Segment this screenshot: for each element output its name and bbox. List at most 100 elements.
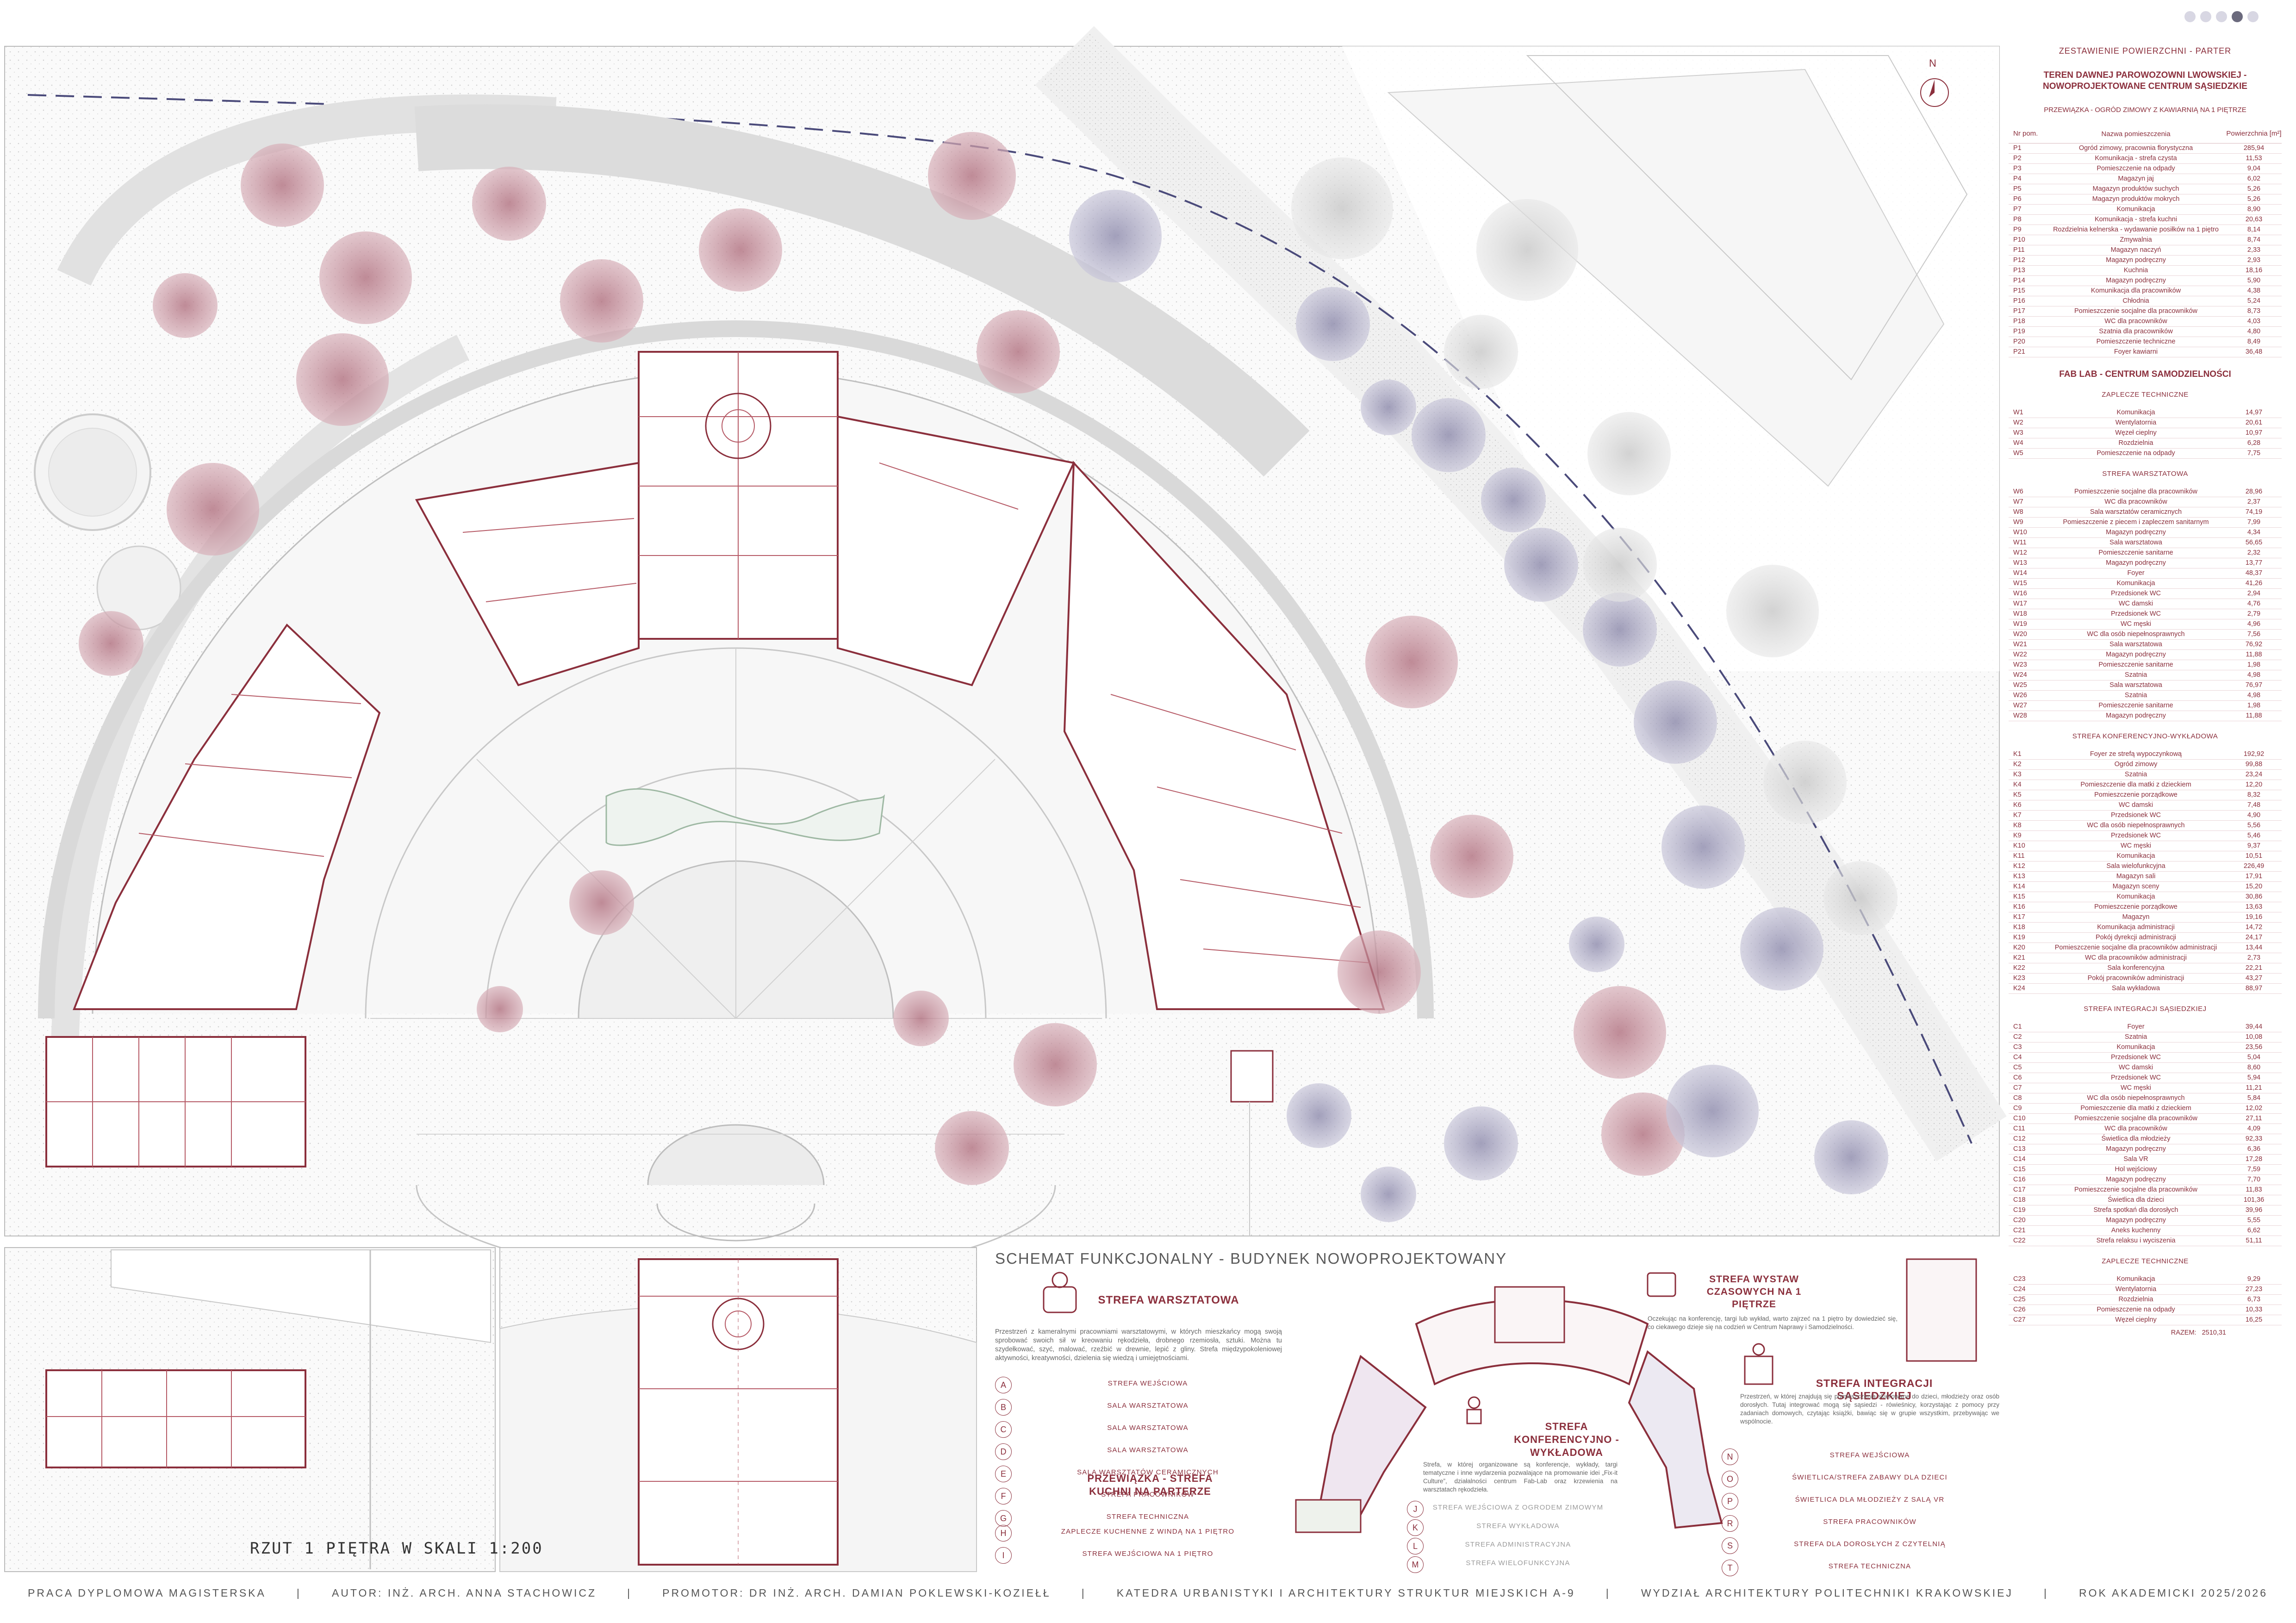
zone-item: STREFA PRACOWNIKÓW [1823, 1518, 1916, 1526]
cell-name: Pomieszczenie sanitarne [2098, 661, 2173, 668]
cell-no: K13 [2013, 873, 2025, 880]
footer-item: KATEDRA URBANISTYKI I ARCHITEKTURY STRUK… [1116, 1587, 1575, 1599]
cell-name: Pomieszczenie sanitarne [2098, 702, 2173, 709]
cell-area: 17,91 [2245, 873, 2263, 880]
cell-name: Świetlica dla dzieci [2108, 1196, 2164, 1204]
cell-name: Magazyn podręczny [2106, 529, 2166, 536]
cell-area: 16,25 [2245, 1316, 2263, 1323]
cell-no: W18 [2013, 610, 2027, 618]
cell-no: P11 [2013, 246, 2025, 254]
page-dot[interactable] [2200, 11, 2211, 22]
zone-item: STREFA PRACOWNIKÓW [1101, 1491, 1195, 1498]
cell-no: C27 [2013, 1316, 2026, 1323]
cell-name: Pomieszczenie dla matki z dzieckiem [2080, 1105, 2191, 1112]
cell-area: 2,79 [2247, 610, 2261, 618]
cell-name: Pomieszczenie na odpady [2097, 1306, 2175, 1313]
cell-no: W20 [2013, 630, 2027, 638]
cell-no: P16 [2013, 297, 2025, 305]
cell-area: 11,88 [2246, 651, 2262, 658]
page-dot-active[interactable] [2232, 11, 2243, 22]
table-total: RAZEM: 2510,31 [2009, 1328, 2282, 1338]
cell-name: Rozdzielnia [2118, 439, 2153, 447]
zone-letter: C [995, 1421, 1012, 1438]
cell-area: 4,38 [2247, 287, 2261, 294]
zone-letter: K [1407, 1519, 1424, 1536]
cell-area: 39,44 [2245, 1023, 2263, 1030]
cell-no: C2 [2013, 1033, 2022, 1041]
cell-area: 10,51 [2245, 852, 2263, 860]
cell-no: P13 [2013, 267, 2025, 274]
zone-integracja: STREFA INTEGRACJI SĄSIEDZKIEJ [2084, 1005, 2207, 1013]
cell-area: 17,28 [2245, 1155, 2263, 1163]
cell-area: 92,33 [2245, 1135, 2263, 1142]
cell-no: W24 [2013, 671, 2027, 679]
cell-no: C13 [2013, 1145, 2026, 1153]
footer-separator: | [1081, 1587, 1086, 1599]
cell-no: K7 [2013, 812, 2022, 819]
footer-item: PRACA DYPLOMOWA MAGISTERSKA [28, 1587, 266, 1599]
footer-item: PROMOTOR: DR INŻ. ARCH. DAMIAN POKLEWSKI… [662, 1587, 1051, 1599]
cell-no: W11 [2013, 539, 2027, 546]
cell-name: Strefa spotkań dla dorosłych [2093, 1206, 2178, 1214]
cell-no: C7 [2013, 1084, 2022, 1092]
cell-name: WC męski [2120, 1084, 2152, 1092]
zone-letter: I [995, 1547, 1012, 1564]
page-dot[interactable] [2216, 11, 2227, 22]
cell-name: Magazyn podręczny [2106, 1145, 2166, 1153]
page-dot[interactable] [2184, 11, 2196, 22]
zone-item: STREFA WIELOFUNKCYJNA [1466, 1559, 1570, 1567]
cell-area: 28,96 [2245, 488, 2263, 495]
cell-name: Pomieszczenie na odpady [2097, 165, 2175, 172]
cell-area: 8,90 [2247, 206, 2261, 213]
cell-area: 27,11 [2246, 1115, 2262, 1122]
cell-no: W5 [2013, 449, 2023, 457]
cell-name: Komunikacja dla pracowników [2091, 287, 2181, 294]
footer-separator: | [2044, 1587, 2048, 1599]
cell-area: 4,98 [2247, 671, 2261, 679]
trees-pink [79, 132, 1685, 1185]
zone-letter: G [995, 1510, 1012, 1527]
cell-no: P4 [2013, 175, 2022, 182]
cell-name: Foyer [2127, 1023, 2145, 1030]
cell-area: 5,56 [2247, 822, 2261, 829]
cell-no: K4 [2013, 781, 2022, 788]
cell-no: W22 [2013, 651, 2027, 658]
cell-name: WC dla osób niepełnosprawnych [2087, 1094, 2185, 1102]
cell-no: C22 [2013, 1237, 2026, 1244]
footer-item: WYDZIAŁ ARCHITEKTURY POLITECHNIKI KRAKOW… [1641, 1587, 2013, 1599]
page-dot[interactable] [2247, 11, 2259, 22]
cell-area: 9,04 [2247, 165, 2261, 172]
cell-name: Sala konferencyjna [2107, 964, 2165, 972]
zone-konf: STREFA KONFERENCYJNO-WYKŁADOWA [2072, 732, 2218, 740]
cell-no: C8 [2013, 1094, 2022, 1102]
col-no: Nr pom. [2013, 130, 2038, 137]
cell-name: Pomieszczenie porządkowe [2094, 791, 2178, 799]
zone-tech-2: ZAPLECZE TECHNICZNE [2102, 1257, 2189, 1265]
cell-area: 6,36 [2247, 1145, 2261, 1153]
cell-no: C21 [2013, 1227, 2026, 1234]
